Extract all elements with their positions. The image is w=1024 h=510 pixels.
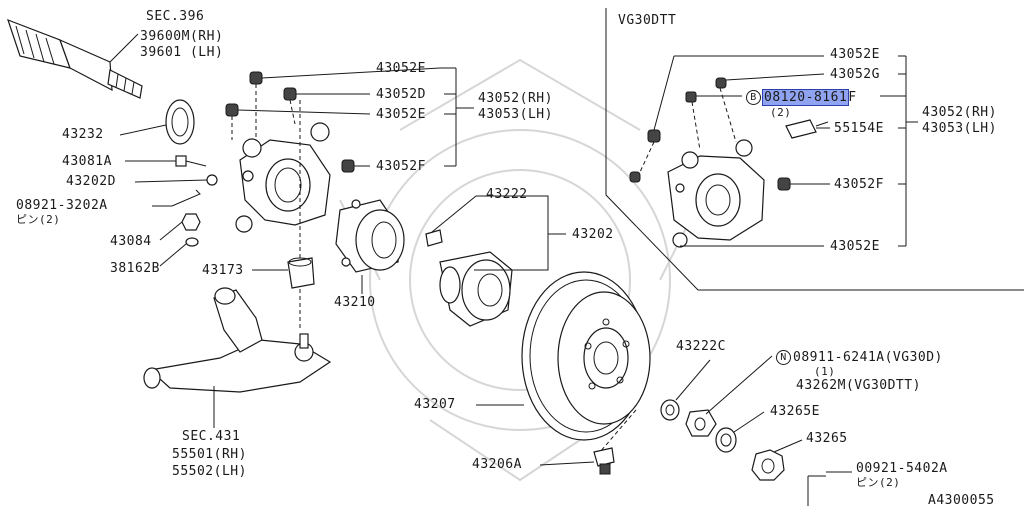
inset-title: VG30DTT <box>618 13 677 28</box>
label-43232: 43232 <box>62 127 104 142</box>
inset-label-43053lh: 43053(LH) <box>922 121 997 136</box>
bracket-leaders <box>237 67 474 167</box>
nut-08911 <box>685 409 717 437</box>
label-43052e-1: 43052E <box>376 61 426 76</box>
nut-43084 <box>181 213 201 247</box>
cotter-pin-00921 <box>807 475 826 506</box>
label-43265e: 43265E <box>770 404 820 419</box>
inset-label-55154e: 55154E <box>834 121 884 136</box>
label-43222c: 43222C <box>676 339 726 354</box>
label-43084: 43084 <box>110 234 152 249</box>
inset-label-43052e-2: 43052E <box>830 239 880 254</box>
label-43262m: 43262M(VG30DTT) <box>796 378 921 393</box>
inset-bushings <box>629 77 791 191</box>
knuckle-housing <box>235 122 331 233</box>
leader-sec396 <box>109 33 139 63</box>
retainer-43265e <box>715 427 737 453</box>
b-mark: B <box>746 90 761 105</box>
castle-cap-43265 <box>751 449 785 481</box>
label-43222: 43222 <box>486 187 528 202</box>
inset-frame <box>605 8 1024 291</box>
label-39600m: 39600M(RH) <box>140 29 224 44</box>
cotter-pin <box>171 189 201 207</box>
label-43052e-2: 43052E <box>376 107 426 122</box>
label-00921: 00921-5402A <box>856 461 948 476</box>
bushing-43173 <box>287 257 315 289</box>
label-43210: 43210 <box>334 295 376 310</box>
label-43202d: 43202D <box>66 174 116 189</box>
label-qty-1: (1) <box>814 365 836 378</box>
inset-knuckle <box>667 139 765 248</box>
label-55501: 55501(RH) <box>172 447 247 462</box>
highlighted-part-number: 08120-8161 <box>761 89 850 106</box>
label-55502: 55502(LH) <box>172 464 247 479</box>
label-43053lh-1: 43053(LH) <box>478 107 553 122</box>
label-43265: 43265 <box>806 431 848 446</box>
lower-arm <box>143 287 332 393</box>
screw-43206a <box>593 447 615 475</box>
label-43052d: 43052D <box>376 87 426 102</box>
label-08921-3202a: 08921-3202A <box>16 198 108 213</box>
label-43173: 43173 <box>202 263 244 278</box>
inset-label-43052f: 43052F <box>834 177 884 192</box>
part-number-suffix: F <box>848 90 857 105</box>
label-38162b: 38162B <box>110 261 160 276</box>
label-43207: 43207 <box>414 397 456 412</box>
label-43052rh-1: 43052(RH) <box>478 91 553 106</box>
inset-label-43052e-1: 43052E <box>830 47 880 62</box>
inset-leaders <box>653 55 918 247</box>
hub-flange-43202 <box>425 229 513 327</box>
watermark-emblem <box>339 58 701 482</box>
drive-shaft <box>7 18 143 99</box>
inset-sensor-55154e <box>785 119 829 139</box>
label-43052f-1: 43052F <box>376 159 426 174</box>
label-43206a: 43206A <box>472 457 522 472</box>
figure-code: A4300055 <box>928 493 995 508</box>
label-08911-text: 08911-6241A(VG30D) <box>793 350 943 365</box>
bushings-43052 <box>225 71 355 173</box>
washer-43222c <box>660 399 680 421</box>
label-43081a: 43081A <box>62 154 112 169</box>
label-pin-b: ピン(2) <box>856 476 901 489</box>
inset-label-qty-2: (2) <box>770 106 792 119</box>
label-39601: 39601 (LH) <box>140 45 224 60</box>
label-43202: 43202 <box>572 227 614 242</box>
n-mark: N <box>776 350 791 365</box>
seal-43232 <box>165 99 195 145</box>
inset-label-43052g: 43052G <box>830 67 880 82</box>
label-sec396: SEC.396 <box>146 9 205 24</box>
hub-43210 <box>335 199 405 273</box>
brake-disc-43207 <box>521 271 651 441</box>
label-pin-a: ピン(2) <box>16 213 61 226</box>
inset-label-43052rh: 43052(RH) <box>922 105 997 120</box>
label-sec431: SEC.431 <box>182 429 241 444</box>
